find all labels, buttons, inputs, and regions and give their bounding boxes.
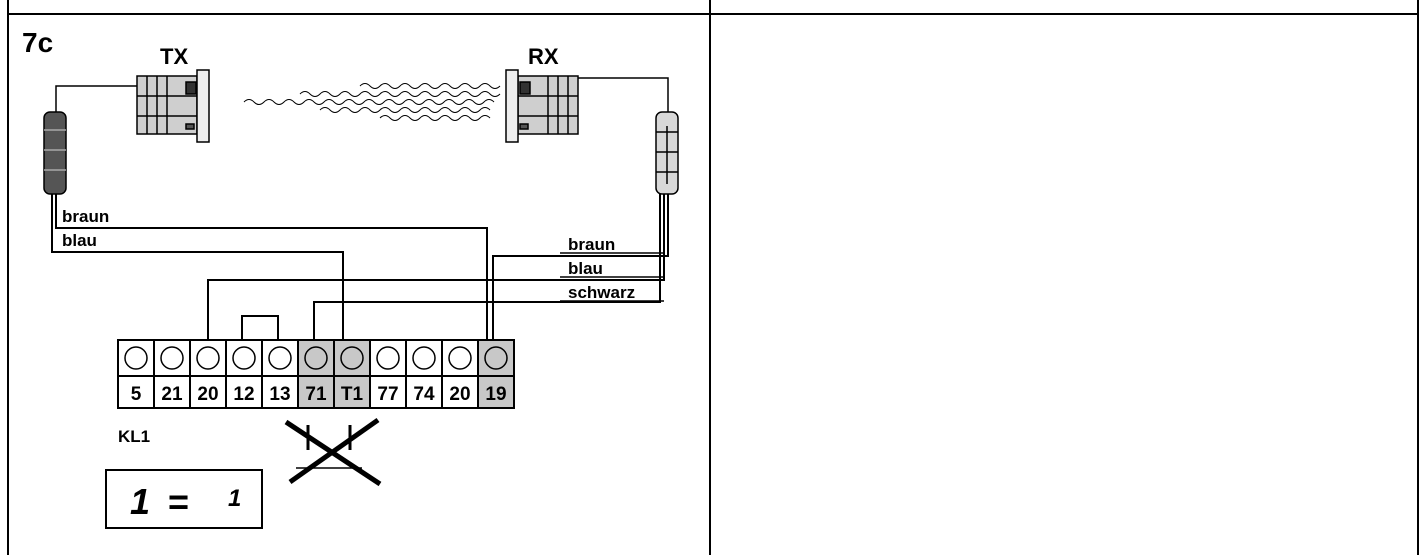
rx-label: RX (528, 44, 559, 69)
terminal-label-cell (225, 375, 263, 409)
tx-cable (55, 85, 137, 112)
rx-connector (655, 111, 679, 195)
terminal-label-cell (441, 375, 479, 409)
figure-id: 7c (22, 27, 53, 58)
seven-segment-display: 1 = 1 (105, 469, 263, 529)
terminal-screw (412, 346, 436, 370)
terminal-number: 21 (161, 384, 183, 405)
tx-label: TX (160, 44, 188, 69)
terminal-label-cell (405, 375, 443, 409)
display-left-digit: 1 (130, 481, 150, 522)
terminal-screw (304, 346, 328, 370)
terminal-screw (448, 346, 472, 370)
rx-wire-brown-label: braun (568, 235, 615, 254)
wiring (51, 194, 669, 340)
terminal-number: 12 (233, 384, 254, 405)
rx-wire-black-label: schwarz (568, 283, 635, 302)
crossed-out-jumper (284, 417, 382, 487)
rx-wire-blue-label: blau (568, 259, 603, 278)
tx-wire-brown-label: braun (62, 207, 109, 226)
terminal-number: 77 (377, 384, 398, 405)
terminal-screw (160, 346, 184, 370)
terminal-number: 19 (485, 384, 506, 405)
rx-cable (578, 77, 669, 112)
terminal-screw (376, 346, 400, 370)
terminal-screw (232, 346, 256, 370)
transmitter-device (136, 69, 210, 143)
terminal-screw (268, 346, 292, 370)
infrared-beam (243, 83, 501, 121)
tx-wire-blue-label: blau (62, 231, 97, 250)
terminal-number: 20 (197, 384, 218, 405)
tx-connector (43, 111, 67, 195)
terminal-label-cell (369, 375, 407, 409)
terminal-number: T1 (341, 384, 364, 405)
terminal-screw (124, 346, 148, 370)
terminal-block-label: KL1 (118, 427, 150, 446)
frame (7, 0, 1419, 555)
terminal-number: 74 (413, 384, 435, 405)
terminal-number: 71 (305, 384, 327, 405)
terminal-screw (196, 346, 220, 370)
terminal-label-cell (477, 375, 515, 409)
terminal-number: 20 (449, 384, 470, 405)
terminal-number: 5 (131, 384, 142, 405)
terminal-label-cell (297, 375, 335, 409)
display-equals: = (168, 481, 189, 522)
display-right-digit: 1 (228, 485, 241, 512)
terminal-block: 5 21 20 12 13 71 T1 77 74 20 19 (117, 339, 515, 409)
terminal-number: 13 (269, 384, 290, 405)
receiver-device (505, 69, 579, 143)
terminal-screw (484, 346, 508, 370)
terminal-screw (340, 346, 364, 370)
